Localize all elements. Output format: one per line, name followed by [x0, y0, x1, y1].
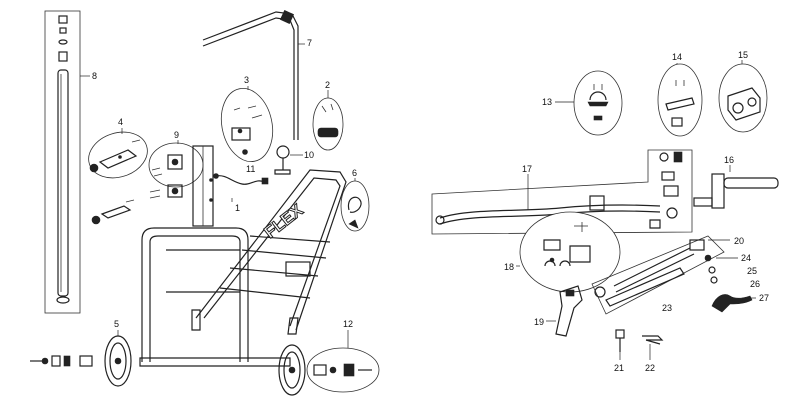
callout-16: 16 — [724, 155, 734, 165]
part-10-clamp — [274, 145, 303, 175]
callout-labels: 1 2 3 4 5 6 7 8 9 10 11 12 13 14 15 16 1… — [92, 38, 769, 373]
part-4-wheel-bracket — [88, 128, 148, 179]
callout-5: 5 — [114, 319, 119, 329]
part-19-grip — [546, 285, 583, 337]
cart-frame — [139, 145, 347, 367]
part-11-cable — [213, 173, 269, 185]
part-22-clip — [642, 335, 664, 360]
callout-7: 7 — [307, 38, 312, 48]
flex-logo: FLEX — [261, 200, 307, 242]
callout-2: 2 — [325, 80, 330, 90]
part-12-axle-parts — [306, 330, 380, 393]
callout-10: 10 — [304, 150, 314, 160]
part-2-clamp-set — [312, 90, 344, 151]
callout-22: 22 — [645, 363, 655, 373]
callout-23: 23 — [662, 303, 672, 313]
callout-11: 11 — [246, 164, 255, 174]
cart-assembly: FLEX — [30, 9, 380, 396]
callout-26: 26 — [750, 279, 760, 289]
callout-13: 13 — [542, 97, 552, 107]
part-9-plate-set — [148, 140, 204, 188]
part-7-handle-bar — [202, 9, 305, 140]
callout-24: 24 — [741, 253, 751, 263]
part-5-wheel-set — [30, 330, 306, 396]
part-9-loose-parts — [91, 184, 183, 225]
callout-9: 9 — [174, 130, 179, 140]
callout-21: 21 — [614, 363, 624, 373]
callout-3: 3 — [244, 75, 249, 85]
callout-12: 12 — [343, 319, 353, 329]
callout-19: 19 — [534, 317, 544, 327]
parts-24-26-small — [704, 254, 738, 284]
callout-18: 18 — [504, 262, 514, 272]
callout-20: 20 — [734, 236, 744, 246]
callout-14: 14 — [672, 52, 682, 62]
part-18-clamp-kit — [516, 211, 621, 293]
part-27-lever — [711, 294, 756, 313]
part-16-grip-mount — [693, 165, 779, 209]
part-6-hook — [340, 178, 370, 232]
part-15-clamp-block — [718, 60, 768, 133]
part-14-bracket-set — [657, 63, 703, 137]
callout-8: 8 — [92, 71, 97, 81]
part-13-collar-set — [555, 70, 623, 136]
handlebar-assembly — [431, 60, 779, 360]
callout-27: 27 — [759, 293, 769, 303]
callout-25: 25 — [747, 266, 757, 276]
callout-4: 4 — [118, 117, 123, 127]
part-23-rod-panel — [591, 235, 730, 315]
part-3-bracket-set — [220, 86, 274, 162]
part-21-bolt — [615, 329, 625, 360]
part-8-pole — [44, 10, 81, 314]
callout-1: 1 — [235, 203, 240, 213]
callout-17: 17 — [522, 164, 532, 174]
callout-15: 15 — [738, 50, 748, 60]
callout-6: 6 — [352, 168, 357, 178]
